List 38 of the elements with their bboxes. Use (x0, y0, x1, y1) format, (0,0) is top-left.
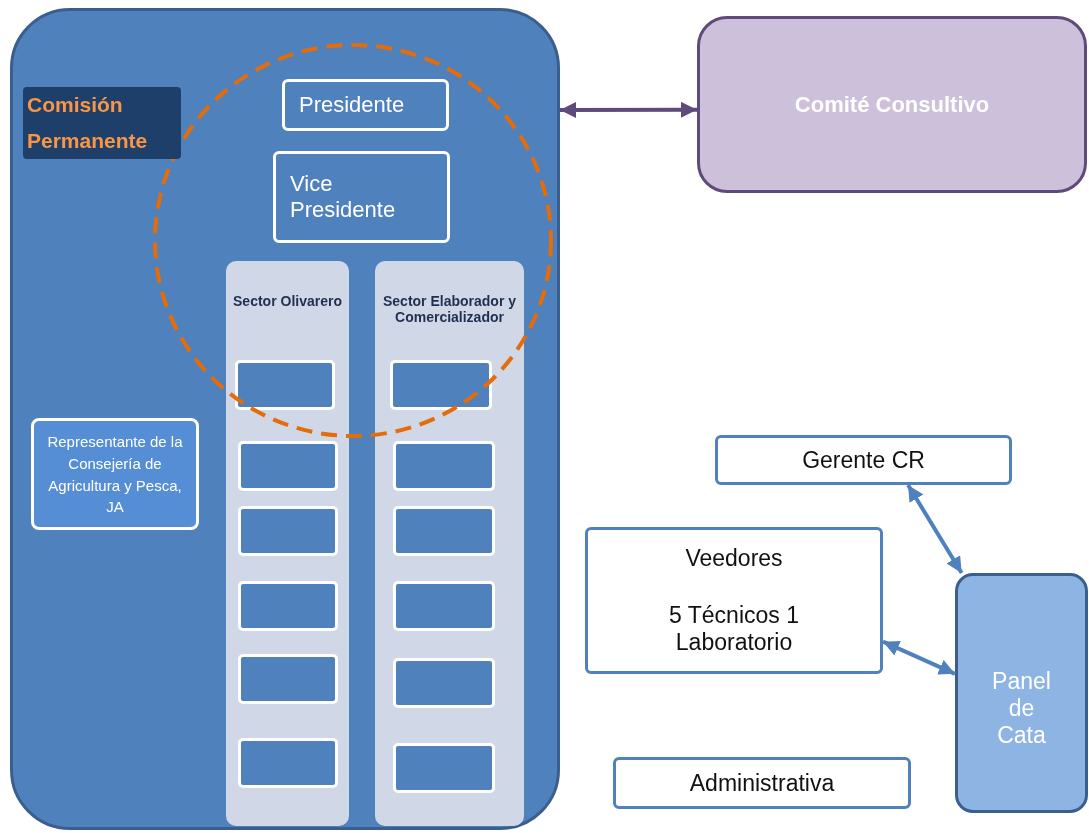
seat-box (235, 360, 335, 410)
seat-box (238, 581, 338, 631)
seat-box (238, 738, 338, 788)
box-label: Administrativa (689, 769, 835, 797)
panel-box (955, 573, 1088, 813)
staff-box (613, 757, 911, 809)
box-label: Comité Consultivo (794, 91, 990, 118)
seat-box (390, 360, 492, 410)
column-heading: Sector Elaborador y Comercializador (381, 293, 517, 325)
staff-box (715, 435, 1012, 485)
committee-box (697, 16, 1087, 193)
box-label: Veedores (684, 545, 784, 572)
seat-box (238, 441, 338, 491)
double-arrow (560, 101, 697, 118)
column-heading: Sector Olivarero (232, 293, 343, 309)
double-arrow (906, 483, 964, 575)
seat-box (393, 743, 495, 793)
role-box (273, 151, 450, 243)
box-label: Panel de Cata (991, 667, 1052, 749)
rounded-panel (10, 8, 560, 830)
box-label: Gerente CR (802, 446, 925, 474)
double-arrow (882, 639, 956, 676)
box-label: Representante de la Consejería de Agricultura y Pesca, JA (46, 432, 184, 518)
seat-box (238, 506, 338, 556)
seat-box (393, 506, 495, 556)
box-label: Vice Presidente (290, 171, 397, 223)
staff-box (585, 527, 883, 674)
seat-box (393, 441, 495, 491)
seat-box (393, 658, 495, 708)
seat-box (393, 581, 495, 631)
role-box (282, 79, 449, 131)
group-heading: Comisión Permanente (23, 87, 181, 159)
box-label: 5 Técnicos 1 Laboratorio (668, 602, 800, 656)
sector-column (375, 261, 524, 826)
representative-box (31, 418, 199, 530)
seat-box (238, 654, 338, 704)
box-label: Presidente (299, 92, 405, 118)
sector-column (226, 261, 349, 826)
